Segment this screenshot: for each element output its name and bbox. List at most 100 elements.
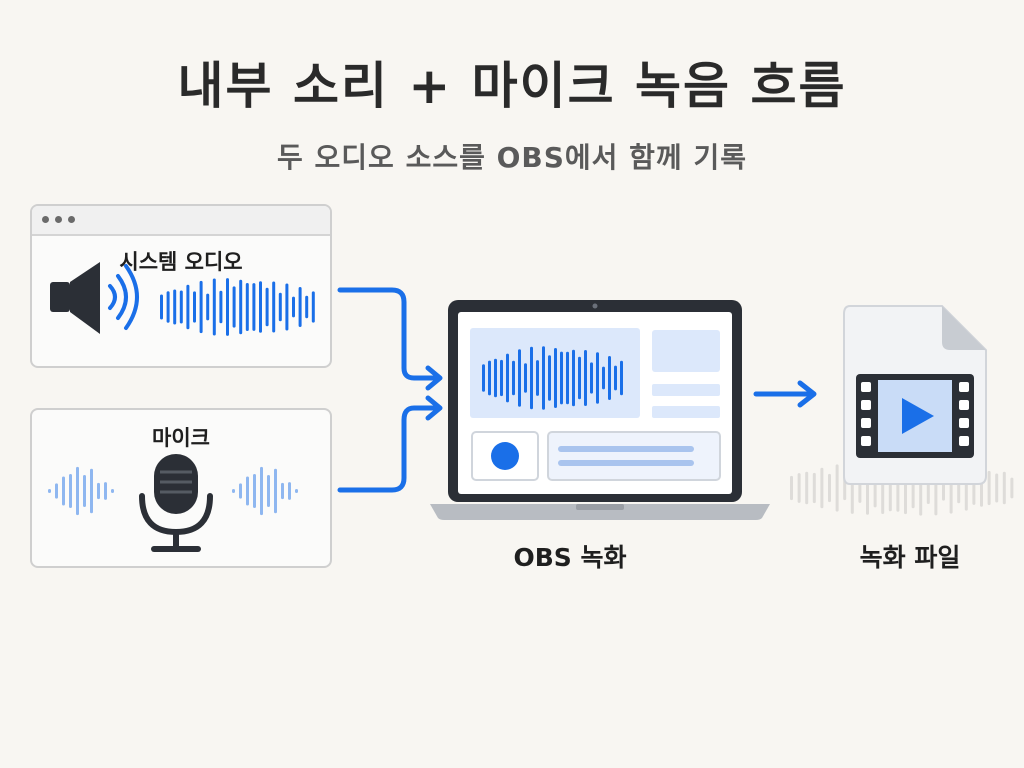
waveform-bar <box>253 474 256 508</box>
waveform-bar <box>506 353 509 403</box>
waveform-bar <box>226 278 229 336</box>
page-title: 내부 소리 + 마이크 녹음 흐름 <box>177 57 847 115</box>
microphone-waveform-left <box>48 466 114 516</box>
waveform-bar <box>566 351 569 405</box>
waveform-bar <box>548 355 551 401</box>
page-subtitle: 두 오디오 소스를 OBS에서 함께 기록 <box>277 141 747 174</box>
play-icon <box>902 398 934 434</box>
microphone-waveform-right <box>232 466 298 516</box>
flow-arrows <box>337 287 443 493</box>
waveform-bar <box>614 365 617 391</box>
obs-to-file-arrow <box>753 380 817 408</box>
laptop-icon <box>430 300 770 520</box>
waveform-bar <box>272 281 276 333</box>
waveform-bar <box>602 366 605 390</box>
waveform-bar <box>572 349 575 407</box>
speaker-icon <box>50 262 139 334</box>
waveform-bar <box>69 474 72 508</box>
waveform-bar <box>797 473 801 503</box>
waveform-bar <box>305 295 309 319</box>
obs-recording-label: OBS 녹화 <box>513 543 627 572</box>
waveform-bar <box>578 356 581 400</box>
waveform-bar <box>298 287 302 327</box>
mic-to-obs-arrow <box>337 405 441 493</box>
waveform-bar <box>166 291 170 323</box>
system-audio-waveform <box>160 278 315 336</box>
microphone-card: 마이크 <box>30 408 332 568</box>
waveform-bar <box>246 476 249 506</box>
waveform-bar <box>560 351 563 405</box>
waveform-bar <box>274 468 277 514</box>
waveform-bar <box>111 489 114 493</box>
system-to-obs-arrow <box>337 287 441 381</box>
waveform-bar <box>1010 477 1014 499</box>
waveform-bar <box>542 346 545 410</box>
waveform-bar <box>179 290 183 324</box>
waveform-bar <box>239 483 242 499</box>
waveform-bar <box>219 290 223 324</box>
waveform-bar <box>239 279 243 335</box>
waveform-bar <box>828 473 831 503</box>
waveform-bar <box>987 470 991 506</box>
waveform-bar <box>995 473 999 503</box>
waveform-bar <box>259 281 262 333</box>
waveform-bar <box>584 349 587 407</box>
waveform-bar <box>265 287 269 327</box>
waveform-bar <box>193 291 196 323</box>
waveform-bar <box>518 349 521 407</box>
waveform-bar <box>812 472 816 504</box>
waveform-bar <box>536 360 539 396</box>
waveform-bar <box>232 286 236 328</box>
waveform-bar <box>267 474 270 508</box>
waveform-bar <box>83 474 86 508</box>
waveform-bar <box>512 360 515 396</box>
waveform-bar <box>524 363 527 393</box>
waveform-bar <box>288 482 291 500</box>
waveform-bar <box>835 464 839 512</box>
microphone-label: 마이크 <box>152 426 210 450</box>
waveform-bar <box>554 347 557 409</box>
obs-waveform <box>482 346 623 410</box>
waveform-bar <box>278 292 282 322</box>
waveform-bar <box>311 291 315 323</box>
waveform-bar <box>482 364 485 392</box>
waveform-bar <box>206 293 210 321</box>
waveform-bar <box>488 360 491 396</box>
microphone-icon <box>139 454 213 552</box>
waveform-bar <box>260 466 263 516</box>
waveform-bar <box>245 282 249 332</box>
waveform-bar <box>805 471 809 505</box>
waveform-bar <box>281 482 284 500</box>
system-audio-card: 시스템 오디오 <box>30 204 332 368</box>
window-dot-icon <box>68 216 75 223</box>
window-dot-icon <box>55 216 62 223</box>
waveform-bar <box>620 360 623 396</box>
waveform-bar <box>48 489 51 493</box>
waveform-bar <box>820 467 824 509</box>
system-audio-label: 시스템 오디오 <box>119 250 243 274</box>
waveform-bar <box>173 289 177 325</box>
waveform-bar <box>97 482 100 500</box>
waveform-bar <box>790 475 793 501</box>
waveform-bar <box>55 483 58 499</box>
waveform-bar <box>295 489 298 493</box>
waveform-bar <box>1002 471 1006 505</box>
waveform-bar <box>232 489 235 493</box>
waveform-bar <box>76 466 79 516</box>
recording-file-label: 녹화 파일 <box>859 543 961 572</box>
window-titlebar <box>32 206 330 236</box>
waveform-bar <box>212 278 216 336</box>
waveform-bar <box>252 283 256 331</box>
waveform-bar <box>186 284 190 330</box>
waveform-bar <box>590 362 593 394</box>
waveform-bar <box>494 358 497 398</box>
waveform-bar <box>160 294 163 320</box>
waveform-bar <box>90 468 93 514</box>
waveform-bar <box>608 356 611 400</box>
window-dot-icon <box>42 216 49 223</box>
waveform-bar <box>530 346 533 410</box>
waveform-bar <box>62 476 65 506</box>
waveform-bar <box>104 482 107 500</box>
waveform-bar <box>199 280 203 334</box>
waveform-bar <box>292 296 295 318</box>
